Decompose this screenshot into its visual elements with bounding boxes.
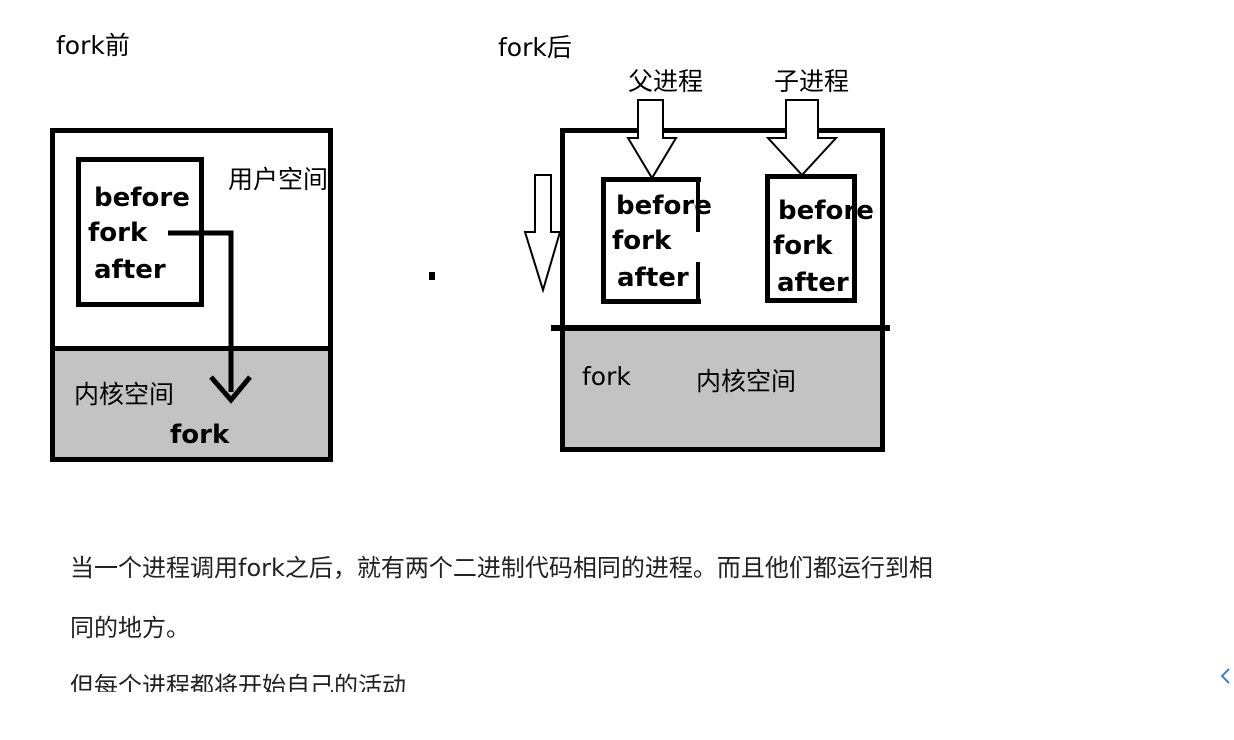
after-user-space-box: [560, 128, 885, 332]
before-code-line-2: fork: [88, 218, 148, 248]
after-title: fork后: [498, 33, 572, 62]
before-code-line-3: after: [94, 255, 166, 285]
child-code-line-1: before: [778, 196, 874, 226]
caption-line-2: 同的地方。: [70, 614, 190, 642]
before-kernel-fork: fork: [170, 420, 230, 450]
after-kernel-fork-label: fork: [582, 362, 631, 391]
caption-line-3: 但每个进程都将开始自己的活动: [70, 672, 406, 692]
before-user-space-label: 用户空间: [228, 165, 329, 194]
child-process-label: 子进程: [774, 67, 850, 96]
before-user-space-box: [50, 128, 333, 350]
child-code-line-3: after: [777, 268, 849, 298]
fork-call-arrow: [168, 230, 234, 392]
parent-code-line-3: after: [617, 263, 689, 293]
before-kernel-space-box: [50, 346, 333, 462]
separator-dot: [429, 272, 435, 280]
caption-line-1: 当一个进程调用fork之后，就有两个二进制代码相同的进程。而且他们都运行到相: [70, 554, 933, 582]
fork-call-arrowhead: [209, 375, 252, 404]
before-code-line-1: before: [94, 183, 190, 213]
after-kernel-space-label: 内核空间: [696, 367, 797, 396]
parent-process-label: 父进程: [628, 67, 704, 96]
child-arrow: [765, 99, 839, 177]
child-code-line-2: fork: [773, 231, 833, 261]
parent-code-line-1: before: [616, 191, 712, 221]
after-kernel-space-box: [560, 328, 885, 452]
parent-code-line-2: fork: [612, 226, 672, 256]
before-title: fork前: [56, 31, 130, 60]
execution-flow-arrow: [523, 174, 562, 294]
parent-arrow: [626, 99, 678, 180]
child-process-box: [765, 174, 857, 303]
before-kernel-space-label: 内核空间: [74, 380, 175, 409]
chevron-left-icon[interactable]: [1216, 664, 1234, 688]
